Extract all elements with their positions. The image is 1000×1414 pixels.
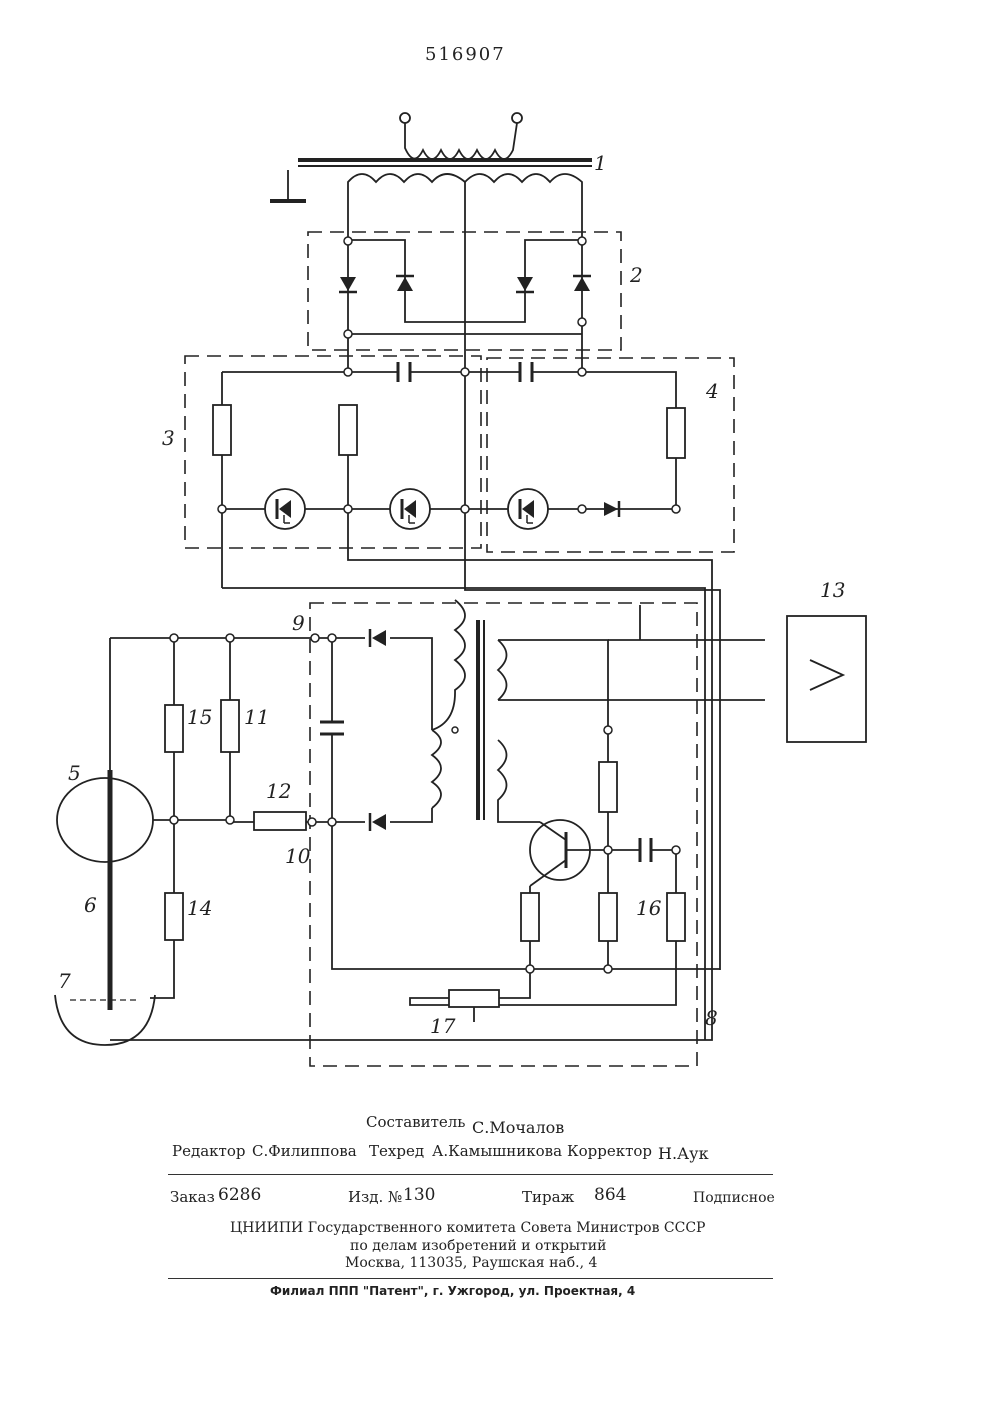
label-8: 8 — [705, 1006, 718, 1030]
page-number: 516907 — [425, 44, 506, 65]
circuit-schematic: 1 2 3 4 5 6 7 8 9 10 11 12 13 14 15 16 1… — [0, 90, 1000, 1070]
editor-label: Редактор — [172, 1142, 245, 1160]
label-6: 6 — [84, 893, 97, 917]
rule-top — [168, 1174, 773, 1175]
label-14: 14 — [187, 896, 212, 920]
label-13: 13 — [820, 578, 845, 602]
issue-label: Изд. № — [348, 1188, 402, 1206]
order-label: Заказ — [170, 1188, 215, 1206]
label-9: 9 — [292, 611, 305, 635]
label-5: 5 — [68, 761, 81, 785]
label-10: 10 — [285, 844, 311, 868]
compiler-label: Составитель — [366, 1113, 465, 1131]
compiler-name: С.Мочалов — [472, 1118, 564, 1137]
issue-number: 130 — [403, 1185, 435, 1205]
label-11: 11 — [244, 705, 269, 729]
label-17: 17 — [430, 1014, 456, 1038]
circulation-number: 864 — [594, 1185, 626, 1205]
corrector-label: Корректор — [567, 1142, 652, 1160]
label-3: 3 — [162, 426, 175, 450]
org-line-3: Москва, 113035, Раушская наб., 4 — [345, 1255, 597, 1271]
org-line-2: по делам изобретений и открытий — [350, 1238, 606, 1254]
label-1: 1 — [594, 151, 607, 175]
techred-name: А.Камышникова — [432, 1142, 562, 1160]
block-8-outline — [310, 603, 697, 1066]
label-7: 7 — [58, 969, 71, 993]
editor-name: С.Филиппова — [252, 1142, 357, 1160]
label-12: 12 — [266, 779, 291, 803]
techred-label: Техред — [369, 1142, 424, 1160]
rule-bottom — [168, 1278, 773, 1279]
subscription-note: Подписное — [693, 1190, 775, 1206]
label-2: 2 — [629, 263, 643, 287]
order-number: 6286 — [218, 1185, 261, 1205]
label-4: 4 — [705, 379, 719, 403]
label-15: 15 — [187, 705, 212, 729]
label-16: 16 — [636, 896, 662, 920]
branch-line: Филиал ППП "Патент", г. Ужгород, ул. Про… — [270, 1284, 635, 1298]
corrector-name: Н.Аук — [658, 1144, 709, 1163]
org-line-1: ЦНИИПИ Государственного комитета Совета … — [230, 1220, 705, 1236]
circulation-label: Тираж — [522, 1188, 574, 1206]
